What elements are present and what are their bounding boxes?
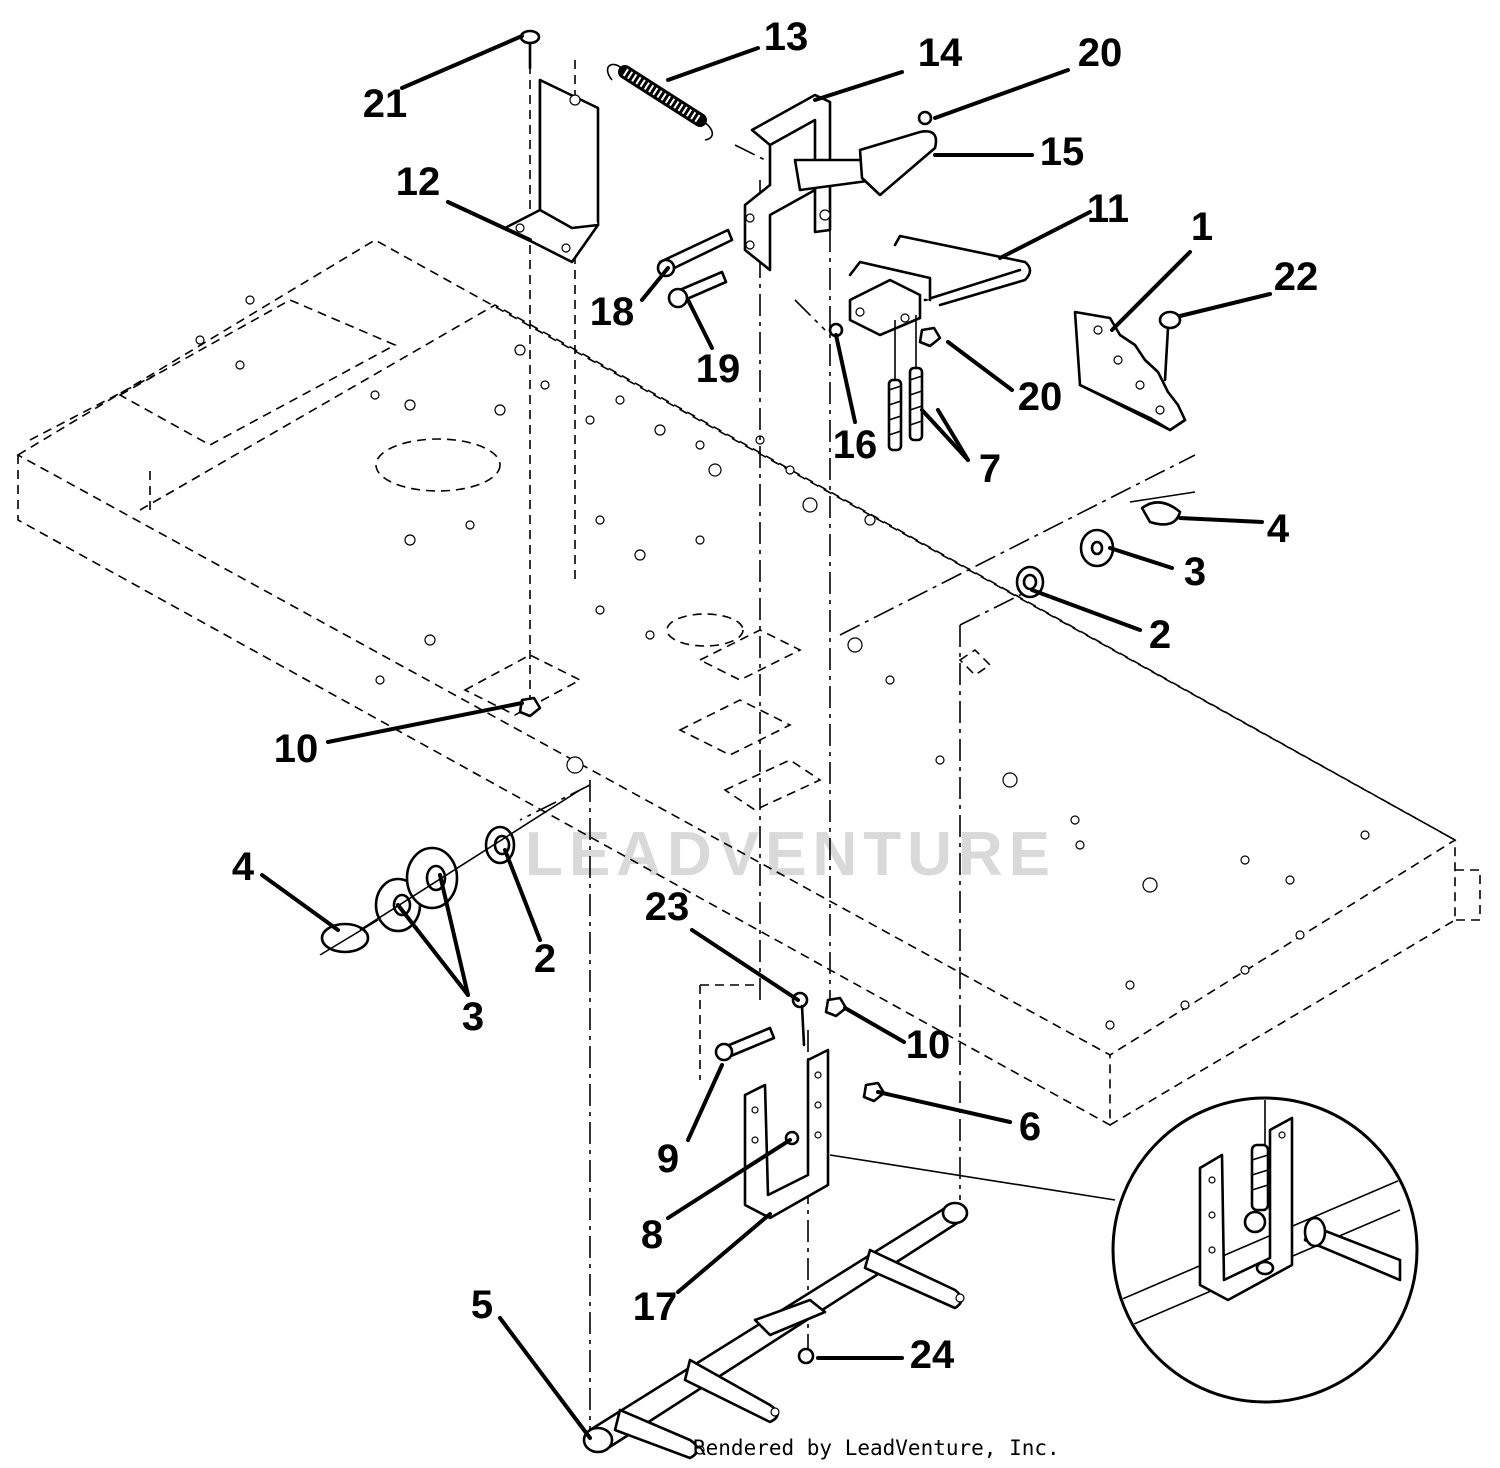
callout-c10a: 10 bbox=[274, 727, 319, 771]
bolt-23 bbox=[791, 991, 809, 1047]
callout-c16: 16 bbox=[833, 423, 878, 467]
leader-line-c4b bbox=[260, 873, 340, 932]
leader-line-c23 bbox=[690, 928, 800, 1002]
leader-line-c22 bbox=[1178, 292, 1272, 318]
callout-c14: 14 bbox=[918, 31, 963, 75]
callout-c3a: 3 bbox=[1184, 550, 1206, 594]
callout-c13: 13 bbox=[764, 15, 809, 59]
leader-line-c18 bbox=[640, 266, 670, 302]
credit-text: Rendered by LeadVenture, Inc. bbox=[693, 1436, 1060, 1460]
leader-line-c7b bbox=[936, 408, 970, 462]
callout-c17: 17 bbox=[633, 1285, 678, 1329]
springs-7 bbox=[887, 315, 924, 452]
leader-line-c3c bbox=[438, 873, 470, 997]
callout-c23: 23 bbox=[645, 885, 690, 929]
callout-c10b: 10 bbox=[906, 1023, 951, 1067]
bracket-17 bbox=[743, 1048, 830, 1220]
leader-line-c17 bbox=[676, 1212, 772, 1294]
leader-line-c9 bbox=[686, 1063, 724, 1142]
handle-15 bbox=[858, 110, 938, 197]
detail-inset bbox=[1111, 1096, 1419, 1404]
leader-line-c19 bbox=[686, 298, 714, 350]
callout-c15: 15 bbox=[1040, 130, 1085, 174]
leader-line-c21 bbox=[400, 34, 524, 90]
axle-line-left bbox=[359, 789, 581, 931]
notched-plate-1 bbox=[1073, 310, 1187, 432]
watermark-text: LEADVENTURE bbox=[525, 820, 1056, 889]
leader-line-c5 bbox=[498, 1316, 592, 1440]
callout-c11: 11 bbox=[1087, 187, 1129, 231]
pivot-shaft-5 bbox=[582, 1201, 969, 1460]
leader-line-c1 bbox=[1110, 250, 1192, 332]
callout-c2a: 2 bbox=[1149, 613, 1171, 657]
pedal-arm-14 bbox=[743, 93, 877, 272]
leader-line-c14 bbox=[813, 70, 904, 102]
washer-3-left-b bbox=[405, 846, 459, 910]
callout-c3b: 3 bbox=[462, 995, 484, 1039]
bolt-9 bbox=[714, 1026, 776, 1062]
frame-holes bbox=[195, 295, 1370, 1030]
callout-c22: 22 bbox=[1274, 255, 1319, 299]
callout-c12: 12 bbox=[396, 160, 441, 204]
callout-c20b: 20 bbox=[1018, 375, 1063, 419]
callout-c18: 18 bbox=[590, 290, 635, 334]
callout-c1: 1 bbox=[1191, 205, 1213, 249]
leader-line-c2a bbox=[1030, 588, 1142, 632]
leader-line-c20a bbox=[933, 68, 1070, 120]
callout-c4b: 4 bbox=[232, 845, 255, 889]
leader-line-c12 bbox=[446, 200, 532, 242]
spring-13 bbox=[606, 63, 714, 141]
nut-20-lower bbox=[918, 326, 942, 348]
callout-c9: 9 bbox=[657, 1137, 679, 1181]
hairpin-4-right bbox=[1129, 491, 1196, 526]
leader-line-c10a bbox=[326, 701, 524, 744]
leader-lines bbox=[260, 34, 1272, 1440]
nut-10-upper bbox=[518, 696, 542, 718]
callout-c24: 24 bbox=[910, 1333, 955, 1377]
carriage-bolt-22 bbox=[1158, 310, 1182, 382]
callout-c21: 21 bbox=[363, 82, 408, 126]
callout-c20a: 20 bbox=[1078, 31, 1123, 75]
leader-line-c7 bbox=[920, 408, 970, 462]
bolt-19 bbox=[667, 270, 728, 309]
callout-c5: 5 bbox=[471, 1283, 493, 1327]
callout-c8: 8 bbox=[641, 1213, 663, 1257]
leader-line-c11 bbox=[998, 210, 1092, 260]
leader-line-c10b bbox=[843, 1006, 906, 1044]
leader-line-c6 bbox=[876, 1090, 1012, 1124]
hairpin-4-left bbox=[319, 919, 379, 956]
callout-c4a: 4 bbox=[1267, 507, 1290, 551]
callout-c6: 6 bbox=[1019, 1105, 1041, 1149]
leader-line-c2b bbox=[503, 848, 542, 942]
callout-c19: 19 bbox=[696, 347, 741, 391]
frame-outline bbox=[16, 239, 1481, 1127]
handle-frame-11 bbox=[848, 234, 1032, 337]
bushing-2-right bbox=[1015, 565, 1045, 599]
nut-6 bbox=[862, 1081, 886, 1103]
leader-line-c20b bbox=[946, 340, 1014, 392]
bolt-18 bbox=[656, 228, 734, 278]
alignment-lines bbox=[519, 50, 1196, 1440]
leader-line-c4a bbox=[1178, 516, 1264, 524]
callout-c2b: 2 bbox=[534, 937, 556, 981]
leader-line-c16 bbox=[834, 333, 857, 424]
nut-24 bbox=[797, 1347, 815, 1365]
leader-line-c8 bbox=[666, 1138, 792, 1220]
leader-line-c3a bbox=[1108, 546, 1174, 570]
callout-c7: 7 bbox=[979, 447, 1001, 491]
leader-line-c3b bbox=[396, 903, 470, 997]
bracket-12 bbox=[503, 78, 600, 264]
nut-10-lower bbox=[824, 996, 848, 1018]
leader-line-c13 bbox=[666, 46, 760, 82]
